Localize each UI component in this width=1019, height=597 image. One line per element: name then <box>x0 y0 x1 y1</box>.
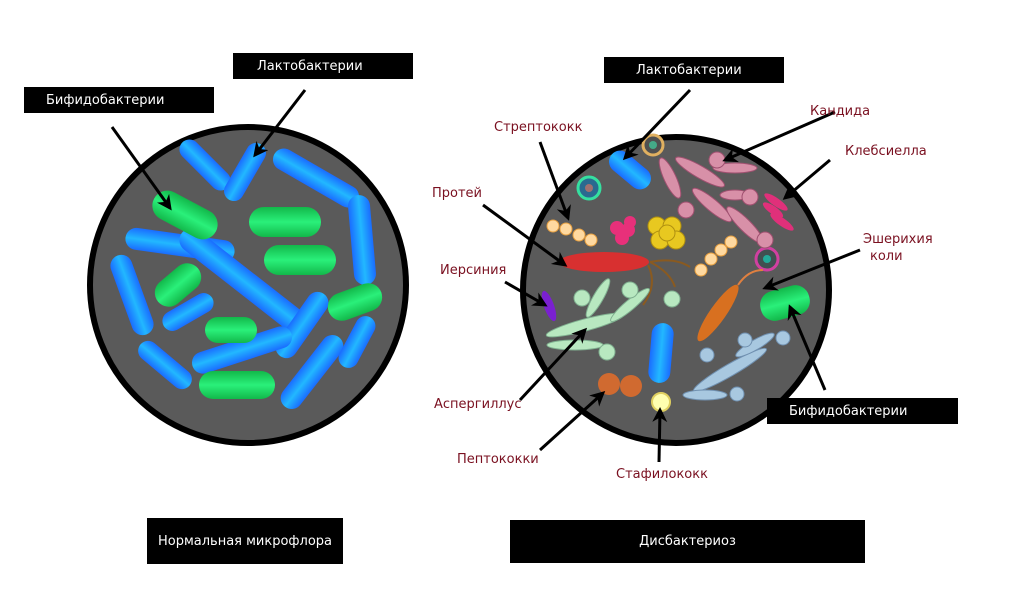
arrow-lacto <box>253 89 307 158</box>
dysbiosis-circle <box>482 88 861 463</box>
label-lacto-dysbiosis: Лактобактерии <box>604 57 784 83</box>
bifidobacteria-rods <box>152 190 383 399</box>
label-klebsiella: Клебсиелла <box>845 144 927 159</box>
label-yersinia: Иерсиния <box>440 263 507 278</box>
label-candida: Кандида <box>810 104 871 119</box>
label-proteus: Протей <box>432 186 483 201</box>
label-lacto-normal: Лактобактерии <box>233 53 413 79</box>
label-bifido-dysbiosis: Бифидобактерии <box>767 398 958 424</box>
normal-microflora-circle <box>87 89 409 446</box>
caption-dysbiosis: Дисбактериоз <box>510 520 865 563</box>
arrow-bifido <box>110 126 172 211</box>
label-ecoli-2: коли <box>870 249 903 264</box>
label-staphylo: Стафилококк <box>616 467 708 482</box>
caption-normal: Нормальная микрофлора <box>147 518 343 564</box>
label-ecoli-1: Эшерихия <box>863 232 933 247</box>
label-aspergillus: Аспергиллус <box>434 397 522 412</box>
lactobacteria-rods <box>110 139 376 410</box>
label-peptococci: Пептококки <box>457 452 539 467</box>
label-bifido-normal: Бифидобактерии <box>24 87 214 113</box>
label-strepto: Стрептококк <box>494 120 583 135</box>
